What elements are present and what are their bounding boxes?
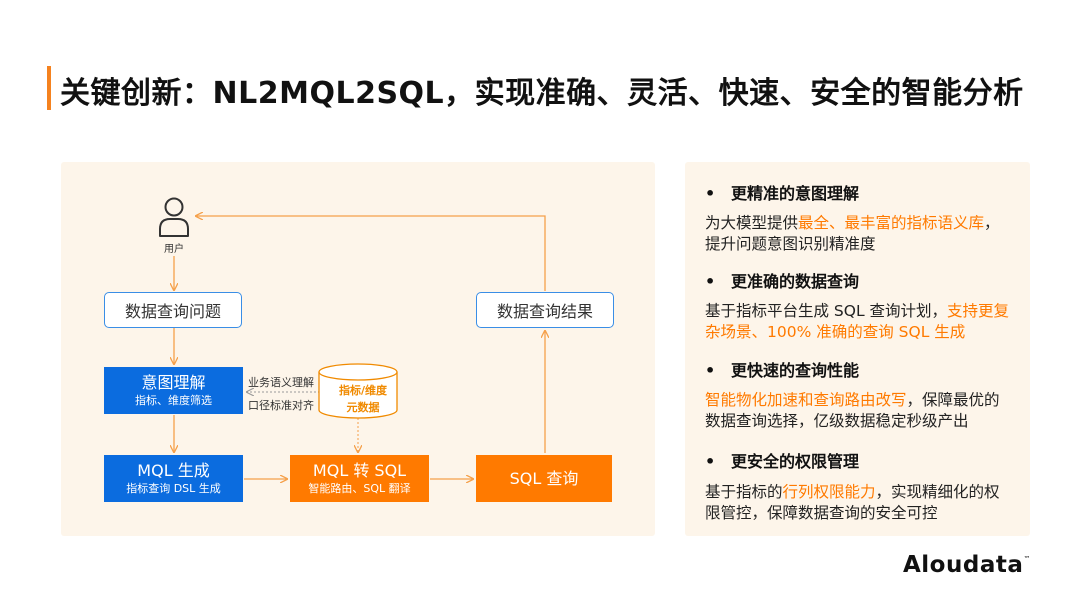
feature-text-3: 智能物化加速和查询路由改写，保障最优的数据查询选择，亿级数据稳定秒级产出	[705, 390, 1010, 432]
logo-text: Aloudata	[903, 552, 1024, 578]
metadata-db-label: 指标/维度 元数据	[332, 382, 394, 416]
highlight-text: 行列权限能力	[782, 483, 876, 501]
highlight-text: 支持更复杂场景、100% 准确的查询 SQL 生成	[705, 302, 1010, 341]
feature-text-4: 基于指标的行列权限能力，实现精细化的权限管控，保障数据查询的安全可控	[705, 482, 1010, 524]
body-text: ，保障最优的数据查询选择，亿级数据稳定秒级产出	[705, 391, 1000, 430]
question-box: 数据查询问题	[104, 292, 242, 328]
aloudata-logo: Aloudata™	[903, 552, 1031, 578]
bullet-dot: •	[705, 452, 716, 471]
intent-box-title: 意图理解	[141, 373, 206, 392]
feature-heading-text: 更准确的数据查询	[731, 272, 860, 291]
title-accent-bar	[47, 66, 51, 110]
metadata-db-line1: 指标/维度	[338, 384, 388, 397]
metadata-db-line2: 元数据	[346, 401, 380, 414]
mql-box-title: MQL 生成	[137, 461, 210, 480]
sql-query-box: SQL 查询	[476, 455, 612, 502]
bullet-dot: •	[705, 184, 716, 203]
body-text: 为大模型提供	[705, 214, 799, 232]
metadata-database-icon	[318, 363, 398, 419]
result-box: 数据查询结果	[476, 292, 614, 328]
mql-box: MQL 生成 指标查询 DSL 生成	[104, 455, 243, 502]
feature-heading-text: 更快速的查询性能	[731, 361, 860, 380]
user-icon	[156, 196, 192, 240]
feature-heading-text: 更安全的权限管理	[731, 452, 860, 471]
intent-box: 意图理解 指标、维度筛选	[104, 367, 243, 414]
mql-to-sql-title: MQL 转 SQL	[312, 461, 407, 480]
sql-query-title: SQL 查询	[509, 468, 579, 488]
bullet-dot: •	[705, 361, 716, 380]
body-text: 基于指标平台生成 SQL 查询计划，	[705, 302, 948, 320]
mql-to-sql-subtitle: 智能路由、SQL 翻译	[308, 482, 411, 495]
feature-heading-text: 更精准的意图理解	[731, 184, 860, 203]
arrow-result-to-user	[196, 216, 546, 291]
side-label-alignment: 口径标准对齐	[248, 399, 314, 412]
highlight-text: 智能物化加速和查询路由改写	[705, 391, 907, 409]
logo-trademark: ™	[1023, 555, 1031, 563]
feature-heading-2: • 更准确的数据查询	[705, 268, 859, 292]
feature-heading-4: • 更安全的权限管理	[705, 448, 859, 472]
feature-heading-3: • 更快速的查询性能	[705, 357, 859, 381]
body-text: ，实现精细化的权限管控，保障数据查询的安全可控	[705, 483, 1000, 522]
side-label-semantic: 业务语义理解	[248, 376, 314, 389]
highlight-text: 最全、最丰富的指标语义库	[798, 214, 985, 232]
bullet-dot: •	[705, 272, 716, 291]
intent-box-subtitle: 指标、维度筛选	[135, 394, 212, 407]
features-panel	[685, 162, 1030, 536]
body-text: ，提升问题意图识别精准度	[705, 214, 1000, 253]
feature-heading-1: • 更精准的意图理解	[705, 180, 859, 204]
feature-text-2: 基于指标平台生成 SQL 查询计划，支持更复杂场景、100% 准确的查询 SQL…	[705, 301, 1010, 343]
feature-text-1: 为大模型提供最全、最丰富的指标语义库，提升问题意图识别精准度	[705, 213, 1010, 255]
mql-box-subtitle: 指标查询 DSL 生成	[126, 482, 221, 495]
user-label: 用户	[164, 244, 184, 255]
body-text: 基于指标的	[705, 483, 783, 501]
mql-to-sql-box: MQL 转 SQL 智能路由、SQL 翻译	[290, 455, 429, 502]
page-title: 关键创新：NL2MQL2SQL，实现准确、灵活、快速、安全的智能分析	[60, 76, 1024, 111]
